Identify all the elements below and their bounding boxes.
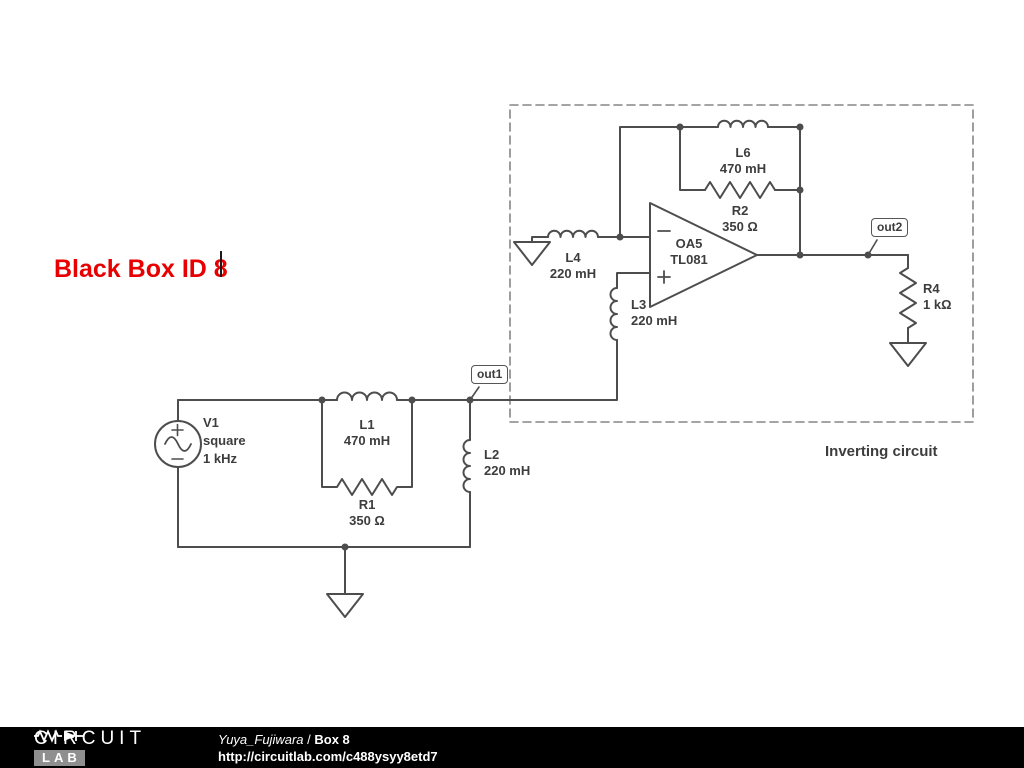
wire-net: [177, 126, 909, 595]
r2-value-label: 350 Ω: [722, 219, 758, 234]
out2-flag: out2: [871, 218, 909, 237]
v1-name-label: V1: [203, 415, 219, 430]
v1-source-symbol: [154, 420, 202, 468]
l1-inductor-symbol: [336, 391, 398, 401]
r2-resistor-symbol: [704, 181, 776, 199]
author-name: Yuya_Fujiwara: [218, 732, 304, 747]
r1-name-label: R1: [358, 497, 376, 512]
l1-name-label: L1: [359, 417, 375, 432]
circuit-title: Box 8: [314, 732, 350, 747]
opamp-symbol: [649, 202, 758, 308]
l4-name-label: L4: [565, 250, 581, 265]
circuitlab-logo-wordmark: CIRCUIT: [34, 728, 147, 749]
l4-value-label: 220 mH: [549, 266, 597, 281]
l6-inductor-symbol: [717, 119, 769, 128]
l3-value-label: 220 mH: [631, 313, 678, 328]
blackbox-id-annotation[interactable]: Black Box ID 8: [54, 255, 228, 283]
r4-value-label: 1 kΩ: [923, 297, 952, 312]
l3-inductor-symbol: [609, 287, 618, 341]
r2-name-label: R2: [731, 203, 749, 218]
author-title-separator: /: [303, 732, 315, 747]
opamp-plus-mark: [657, 270, 671, 284]
oa5-part-label: TL081: [670, 252, 708, 267]
junction-dots: [318, 123, 872, 551]
r4-name-label: R4: [923, 281, 940, 296]
resistor-diode-icon: [34, 729, 84, 743]
inverting-circuit-label: Inverting circuit: [825, 443, 938, 460]
circuitlab-logo: CIRCUIT LAB: [34, 729, 146, 766]
l6-name-label: L6: [735, 145, 751, 160]
oa5-name-label: OA5: [675, 236, 703, 251]
circuitlab-logo-lab-badge: LAB: [34, 750, 85, 766]
ground-symbol-bottom: [326, 593, 364, 618]
ground-symbol-r4: [889, 342, 927, 367]
r4-resistor-symbol: [899, 267, 917, 329]
ground-symbol-l4: [513, 241, 551, 266]
l6-value-label: 470 mH: [719, 161, 767, 176]
l1-value-label: 470 mH: [343, 433, 391, 448]
l2-name-label: L2: [484, 447, 500, 462]
text-cursor: [220, 251, 222, 277]
l3-name-label: L3: [631, 297, 647, 312]
circuit-url[interactable]: http://circuitlab.com/c488ysyy8etd7: [218, 749, 438, 764]
v1-type-label: square: [203, 433, 246, 448]
out1-flag: out1: [471, 365, 509, 384]
l2-value-label: 220 mH: [484, 463, 531, 478]
footer-meta: Yuya_Fujiwara / Box 8 http://circuitlab.…: [218, 731, 438, 765]
l2-inductor-symbol: [462, 439, 471, 493]
v1-freq-label: 1 kHz: [203, 451, 237, 466]
footer-title-line: Yuya_Fujiwara / Box 8: [218, 731, 438, 748]
schematic-canvas: [154, 104, 974, 618]
l4-inductor-symbol: [547, 229, 599, 238]
r1-resistor-symbol: [321, 399, 413, 496]
r1-value-label: 350 Ω: [349, 513, 385, 528]
circuitlab-footer-bar: CIRCUIT LAB Yuya_Fujiwara / Box 8 http:/…: [0, 727, 1024, 768]
